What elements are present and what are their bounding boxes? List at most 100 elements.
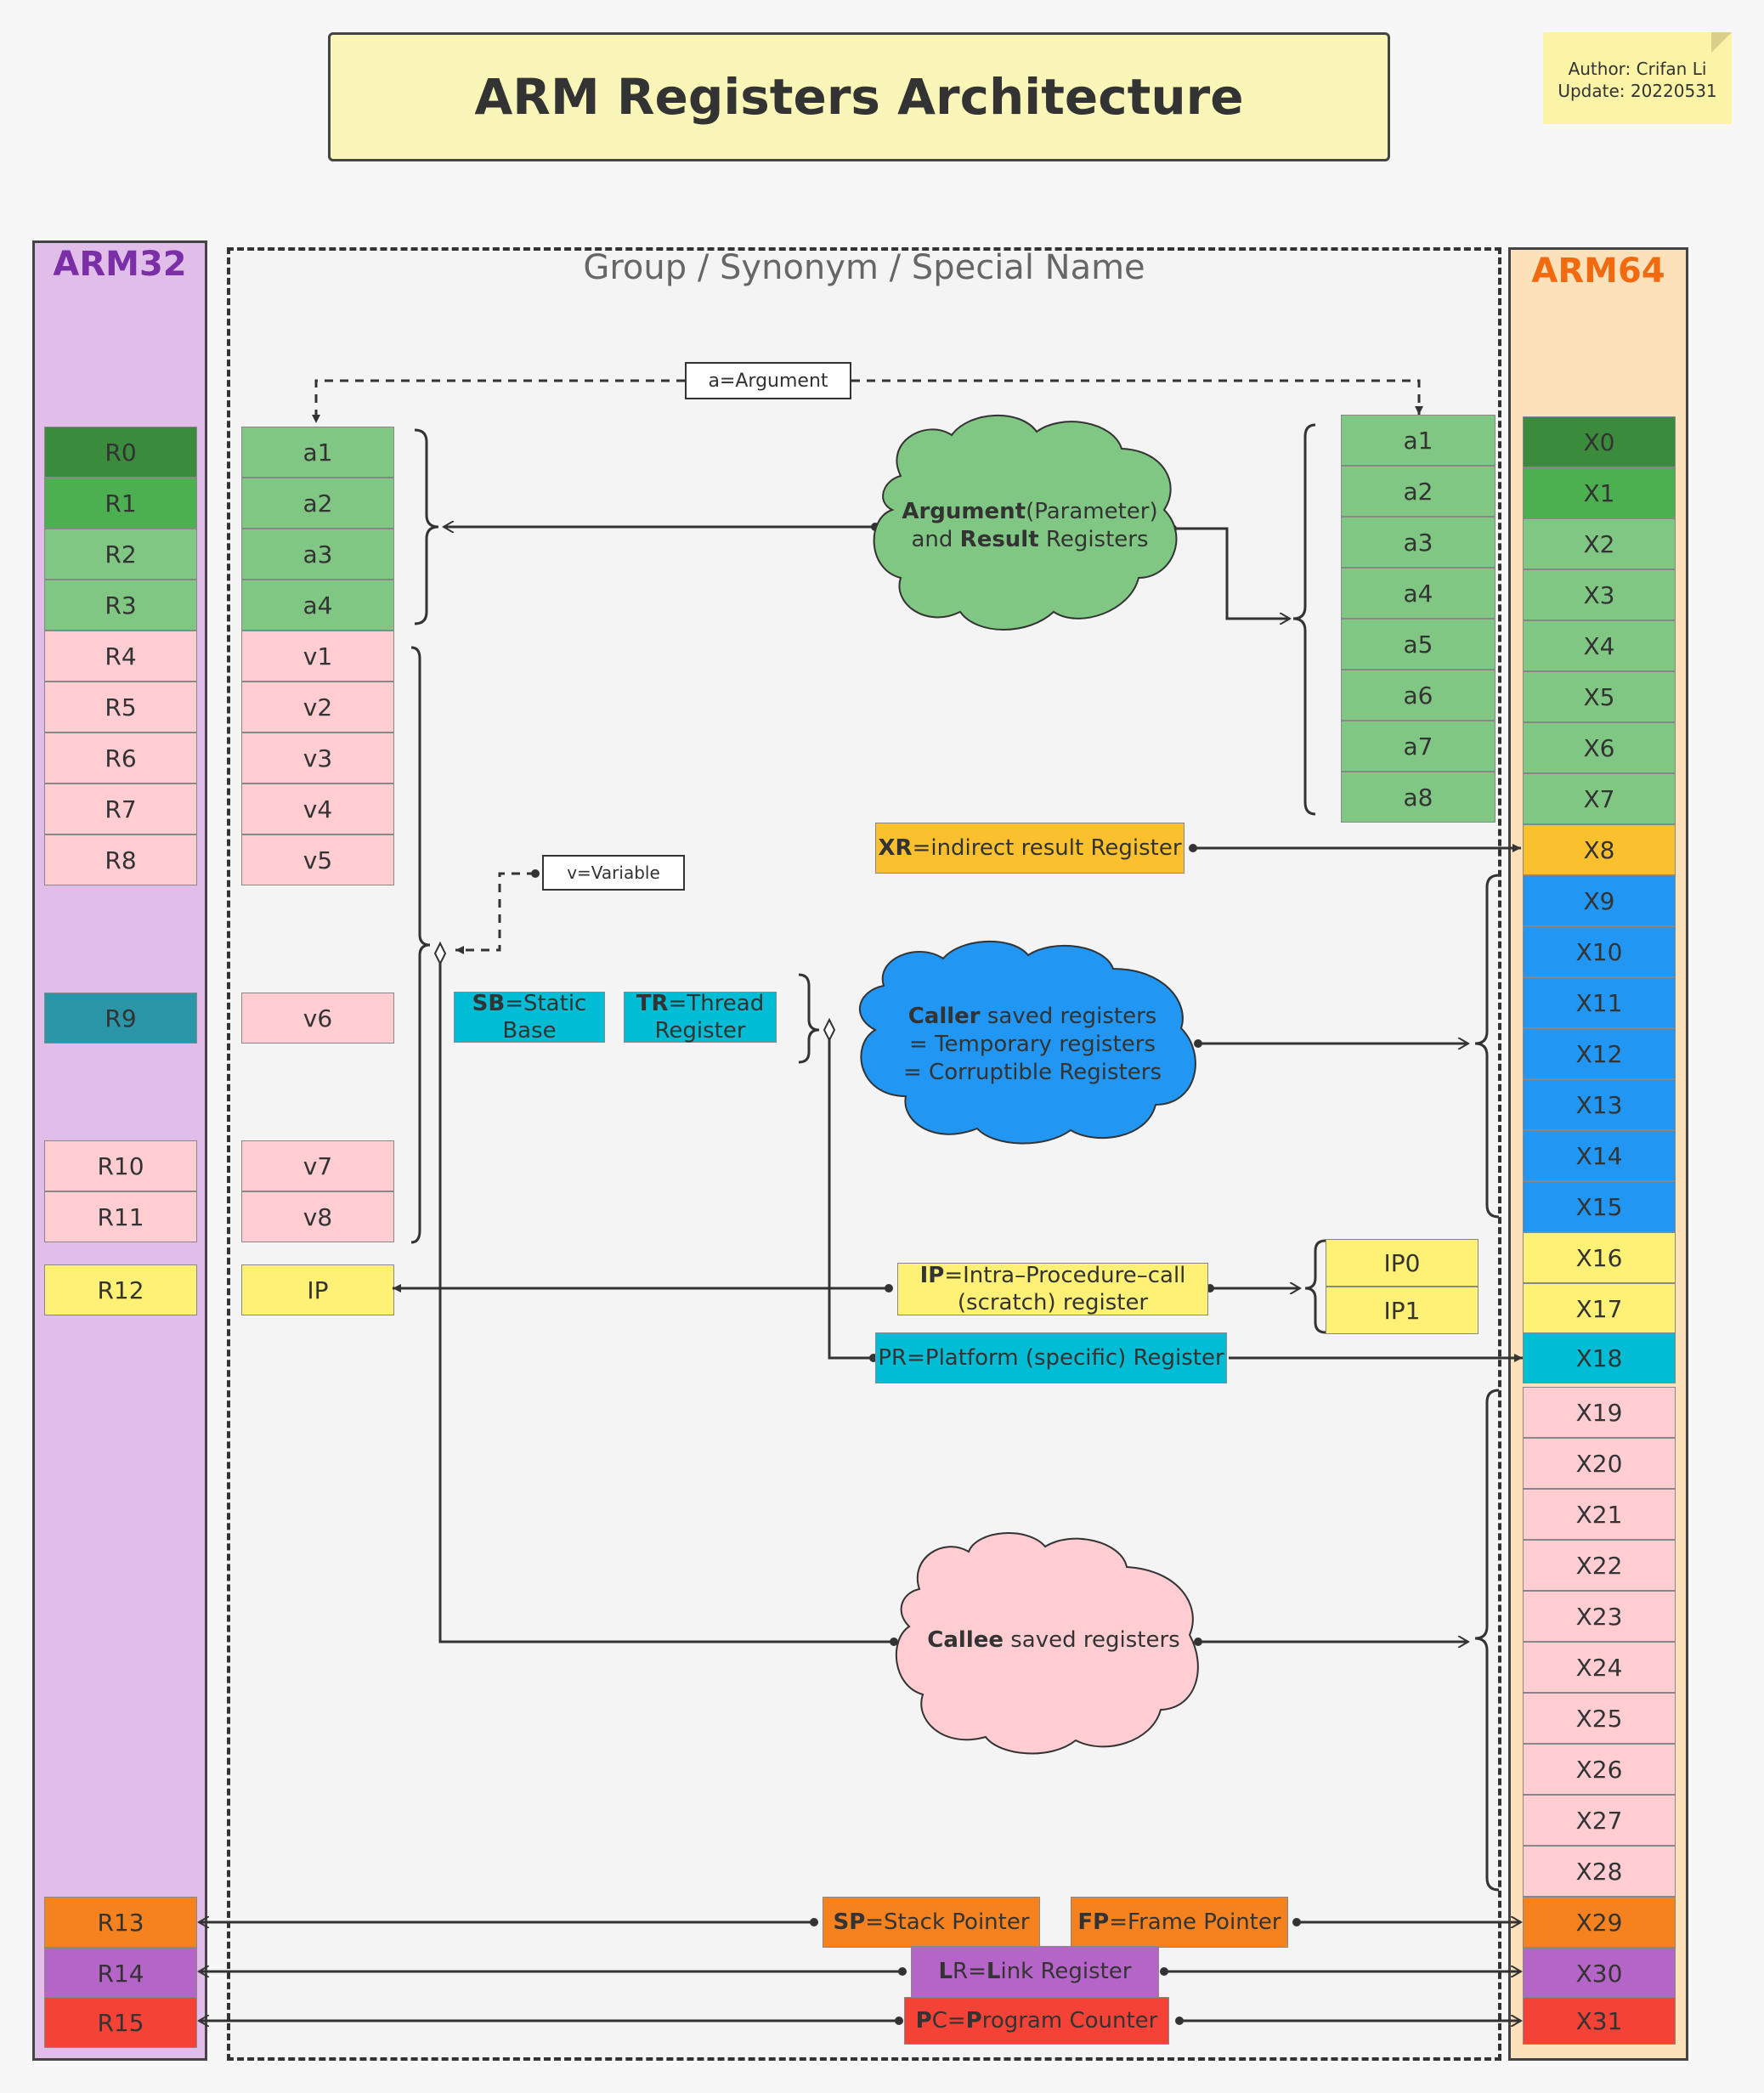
arm64-register-x25: X25	[1523, 1693, 1676, 1744]
lr-label: LR=Link Register	[911, 1946, 1159, 1997]
arm64-register-x9: X9	[1523, 875, 1676, 926]
arm32-register-r10: R10	[44, 1140, 197, 1191]
arm32-register-r8: R8	[44, 834, 197, 885]
pc-label: PC=Program Counter	[904, 1997, 1169, 2045]
arm64-register-x12: X12	[1523, 1028, 1676, 1079]
arm32-synonym-v1: v1	[241, 631, 394, 682]
sb-bold: SB	[472, 991, 506, 1016]
callee-cloud-shape	[896, 1532, 1199, 1755]
argument-cloud-text: Argument(Parameter) and Result Registers	[868, 498, 1191, 554]
arm64-register-x2: X2	[1523, 518, 1676, 569]
arm64-register-x24: X24	[1523, 1642, 1676, 1693]
arm32-register-r11: R11	[44, 1191, 197, 1242]
arm64-register-x13: X13	[1523, 1079, 1676, 1130]
arm32-synonym-v4: v4	[241, 783, 394, 834]
pr-label: PR=Platform (specific) Register	[875, 1332, 1227, 1383]
arm64-synonym-a8: a8	[1341, 772, 1495, 823]
variable-tag: v=Variable	[542, 855, 685, 891]
sp-rest: =Stack Pointer	[865, 1909, 1030, 1935]
xr-rest: =indirect result Register	[912, 835, 1182, 861]
author-note: Author: Crifan Li Update: 20220531	[1543, 32, 1732, 124]
arm64-register-x21: X21	[1523, 1489, 1676, 1540]
arm64-register-x19: X19	[1523, 1387, 1676, 1438]
fp-rest: =Frame Pointer	[1109, 1909, 1281, 1935]
argument-cloud-bold2: Result	[959, 527, 1039, 552]
arm64-register-x3: X3	[1523, 569, 1676, 620]
arm32-register-r7: R7	[44, 783, 197, 834]
argument-tag: a=Argument	[685, 362, 851, 399]
arm32-synonym-v6: v6	[241, 993, 394, 1044]
pc-mid: C=	[931, 2008, 966, 2034]
caller-cloud-shape	[858, 941, 1196, 1145]
arm32-register-r4: R4	[44, 631, 197, 682]
arm64-register-x8: X8	[1523, 824, 1676, 875]
arm32-register-r5: R5	[44, 682, 197, 733]
arm32-synonym-a2: a2	[241, 478, 394, 529]
author-text: Author: Crifan Li	[1568, 59, 1707, 79]
argument-cloud-pre2: and	[911, 527, 960, 552]
arm32-synonym-a3: a3	[241, 529, 394, 580]
update-text: Update: 20220531	[1558, 81, 1717, 101]
arm32-synonym-v7: v7	[241, 1140, 394, 1191]
arm32-register-r2: R2	[44, 529, 197, 580]
arm64-title: ARM64	[1531, 252, 1665, 291]
sb-rest: =Static Base	[502, 991, 587, 1044]
arm32-register-r9: R9	[44, 993, 197, 1044]
arm32-synonym-v5: v5	[241, 834, 394, 885]
caller-cloud-bold: Caller	[907, 1004, 981, 1029]
arm64-register-x16: X16	[1523, 1232, 1676, 1283]
ip-register-ip1: IP1	[1326, 1287, 1478, 1334]
lr-rest: ink Register	[1000, 1959, 1132, 1984]
xr-label: XR=indirect result Register	[875, 823, 1184, 874]
arm32-register-r0: R0	[44, 427, 197, 478]
tr-rest: =Thread Register	[654, 991, 765, 1044]
arm64-register-x18: X18	[1523, 1332, 1676, 1383]
pc-bold1: P	[915, 2008, 932, 2034]
arm32-register-r12: R12	[44, 1264, 197, 1315]
arm64-register-x23: X23	[1523, 1591, 1676, 1642]
arm64-register-x27: X27	[1523, 1795, 1676, 1846]
pc-rest: rogram Counter	[981, 2008, 1158, 2034]
arm32-synonym-v2: v2	[241, 682, 394, 733]
lr-mid: R=	[953, 1959, 987, 1984]
callee-cloud-rest: saved registers	[1004, 1627, 1180, 1653]
tr-bold: TR	[636, 991, 669, 1016]
arm64-synonym-a1: a1	[1341, 415, 1495, 466]
arm32-register-r6: R6	[44, 733, 197, 783]
arm64-register-x11: X11	[1523, 977, 1676, 1028]
arm32-synonym-v3: v3	[241, 733, 394, 783]
arm64-synonym-a3: a3	[1341, 517, 1495, 568]
arm32-register-r3: R3	[44, 580, 197, 631]
arm64-synonym-a7: a7	[1341, 721, 1495, 772]
sb-label: SB=Static Base	[454, 991, 605, 1044]
arm64-register-x14: X14	[1523, 1130, 1676, 1181]
arm64-register-x10: X10	[1523, 926, 1676, 977]
fp-label: FP=Frame Pointer	[1071, 1897, 1288, 1948]
argument-cloud-rest2: Registers	[1038, 527, 1149, 552]
caller-cloud-rest: saved registers	[980, 1004, 1157, 1029]
arm64-register-x28: X28	[1523, 1846, 1676, 1897]
arm64-register-x7: X7	[1523, 773, 1676, 824]
ip-label: IP=Intra–Procedure–call (scratch) regist…	[897, 1263, 1208, 1315]
arm64-register-x6: X6	[1523, 722, 1676, 773]
arm32-synonym-ip: IP	[241, 1264, 394, 1315]
arm32-synonym-a1: a1	[241, 427, 394, 478]
pc-bold2: P	[965, 2008, 982, 2034]
arm64-register-x15: X15	[1523, 1181, 1676, 1232]
callee-cloud-bold: Callee	[927, 1627, 1004, 1653]
arm32-synonym-v8: v8	[241, 1191, 394, 1242]
diagram-title: ARM Registers Architecture	[328, 32, 1390, 161]
xr-bold: XR	[878, 835, 913, 861]
argument-cloud-bold: Argument	[902, 499, 1026, 524]
arm64-register-x22: X22	[1523, 1540, 1676, 1591]
arm64-register-x29: X29	[1523, 1897, 1676, 1948]
sp-label: SP=Stack Pointer	[823, 1897, 1040, 1948]
arm64-synonym-a5: a5	[1341, 619, 1495, 670]
ip-bold: IP	[919, 1263, 945, 1288]
fp-bold: FP	[1077, 1909, 1110, 1935]
arm32-title: ARM32	[53, 245, 187, 284]
arm32-register-r1: R1	[44, 478, 197, 529]
callee-cloud-text: Callee saved registers	[892, 1626, 1215, 1655]
sp-bold: SP	[833, 1909, 866, 1935]
